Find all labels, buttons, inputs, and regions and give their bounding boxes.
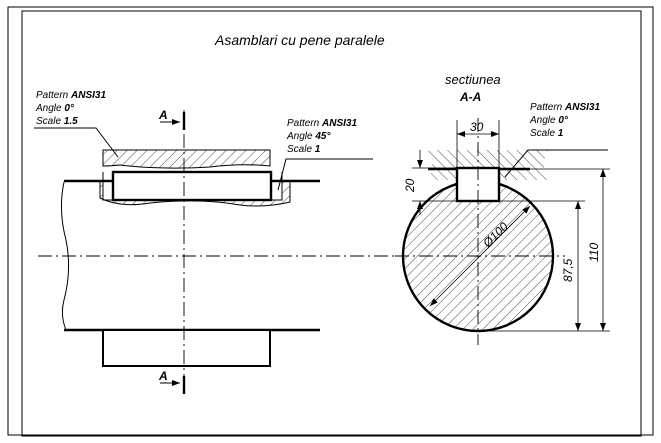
svg-text:Scale 1: Scale 1 [287,144,321,155]
shaft-keyway-hatched [99,180,291,207]
section-name: A-A [459,90,481,104]
shaft-break-left [60,181,70,331]
parallel-key [111,170,273,202]
dim-key-width: 30 [470,120,484,134]
longitudinal-view: A A [38,108,395,395]
svg-text:Pattern ANSI31: Pattern ANSI31 [36,90,106,101]
section-title: sectiunea [445,72,501,87]
hatch-note-middle: Pattern ANSI31 Angle 45° Scale 1 [277,118,373,191]
svg-text:Angle 45°: Angle 45° [286,131,331,142]
hatch-note-right: Pattern ANSI31 Angle 0° Scale 1 [504,102,608,178]
section-view: sectiunea A-A Ø100 30 20 [395,72,610,345]
frame-inner [21,10,642,437]
svg-text:Pattern ANSI31: Pattern ANSI31 [287,118,357,129]
svg-text:Angle 0°: Angle 0° [35,103,75,114]
section-label-bottom: A [158,369,168,383]
hub-top-hatched [102,149,271,169]
svg-text:Pattern ANSI31: Pattern ANSI31 [530,102,600,113]
section-label-top: A [158,108,168,122]
hatch-note-left: Pattern ANSI31 Angle 0° Scale 1.5 [34,90,119,158]
dim-shaft-to-keyway: 87,5 [561,258,575,282]
hub-bottom [102,329,271,367]
frame-outer [7,6,654,436]
svg-text:Scale 1: Scale 1 [530,128,564,139]
dim-hub-total: 110 [587,243,601,262]
svg-text:Scale 1.5: Scale 1.5 [36,116,78,127]
svg-text:Angle 0°: Angle 0° [529,115,569,126]
drawing-title: Asamblari cu pene paralele [214,32,385,48]
dim-key-height: 20 [403,178,417,193]
